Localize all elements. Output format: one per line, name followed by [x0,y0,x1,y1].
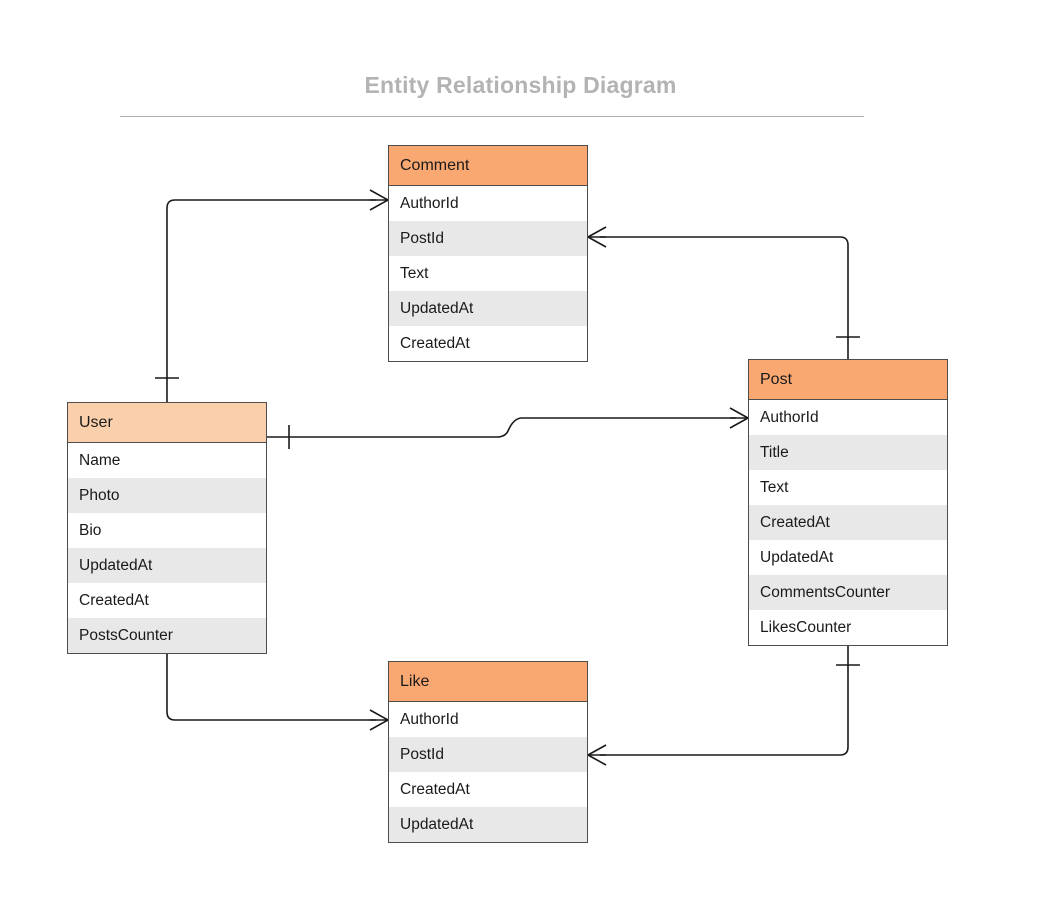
crowsfoot-many-comment-authorid [369,189,389,211]
crowsfoot-many-like-postid [587,744,607,766]
entity-like[interactable]: Like AuthorId PostId CreatedAt UpdatedAt [388,661,588,843]
field-post-commentscounter[interactable]: CommentsCounter [749,575,947,610]
field-comment-authorid[interactable]: AuthorId [389,186,587,221]
field-user-name[interactable]: Name [68,443,266,478]
field-user-postscounter[interactable]: PostsCounter [68,618,266,653]
field-comment-createdat[interactable]: CreatedAt [389,326,587,361]
field-comment-updatedat[interactable]: UpdatedAt [389,291,587,326]
field-post-updatedat[interactable]: UpdatedAt [749,540,947,575]
field-post-text[interactable]: Text [749,470,947,505]
field-user-photo[interactable]: Photo [68,478,266,513]
field-post-likescounter[interactable]: LikesCounter [749,610,947,645]
field-like-postid[interactable]: PostId [389,737,587,772]
entity-user-title: User [68,403,266,443]
page-title: Entity Relationship Diagram [364,72,677,98]
relationship-post-likes [587,645,860,766]
crowsfoot-many-comment-postid [587,226,607,248]
field-comment-postid[interactable]: PostId [389,221,587,256]
field-user-updatedat[interactable]: UpdatedAt [68,548,266,583]
field-like-updatedat[interactable]: UpdatedAt [389,807,587,842]
field-comment-text[interactable]: Text [389,256,587,291]
entity-post[interactable]: Post AuthorId Title Text CreatedAt Updat… [748,359,948,646]
relationship-user-comments [155,189,389,402]
field-post-authorid[interactable]: AuthorId [749,400,947,435]
field-like-createdat[interactable]: CreatedAt [389,772,587,807]
entity-user[interactable]: User Name Photo Bio UpdatedAt CreatedAt … [67,402,267,654]
entity-post-title: Post [749,360,947,400]
relationship-post-comments [587,226,860,359]
title-divider [120,116,864,117]
entity-like-title: Like [389,662,587,702]
field-like-authorid[interactable]: AuthorId [389,702,587,737]
entity-comment[interactable]: Comment AuthorId PostId Text UpdatedAt C… [388,145,588,362]
crowsfoot-many-post-authorid [729,407,749,429]
crowsfoot-many-like-authorid [369,709,389,731]
entity-comment-title: Comment [389,146,587,186]
field-user-createdat[interactable]: CreatedAt [68,583,266,618]
field-user-bio[interactable]: Bio [68,513,266,548]
relationship-user-posts [267,407,749,449]
field-post-createdat[interactable]: CreatedAt [749,505,947,540]
field-post-title[interactable]: Title [749,435,947,470]
